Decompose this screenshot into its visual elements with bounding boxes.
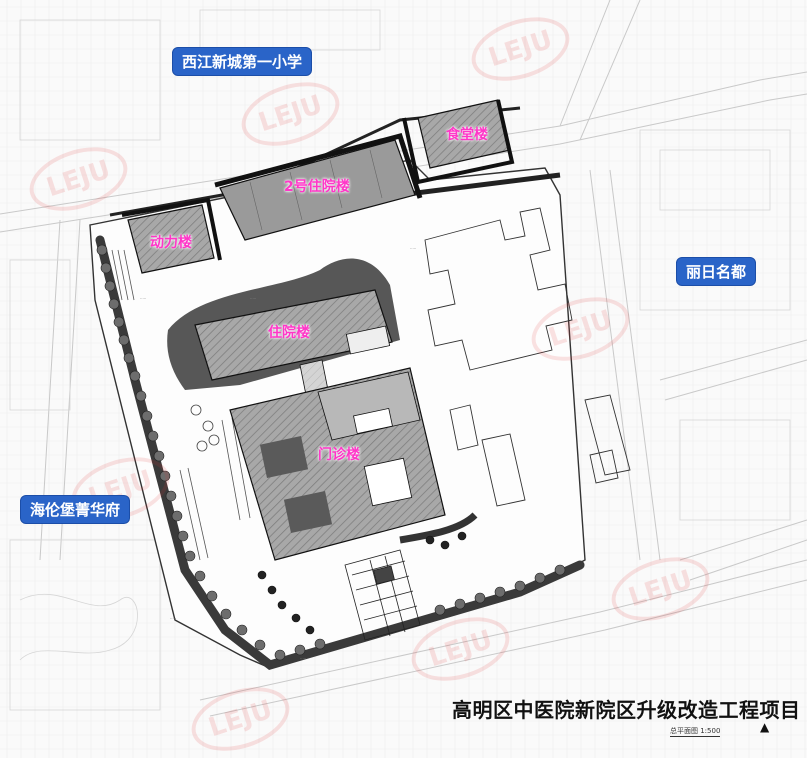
power-building [127,204,215,274]
svg-text:·····: ····· [170,616,176,621]
existing-buildings [424,207,631,507]
ward2-label: 2号住院楼 [284,179,350,195]
power-label: 动力楼 [150,235,192,251]
entrance-plaza [344,549,421,641]
project-title: 高明区中医院新院区升级改造工程项目 [452,698,801,722]
neighbor-blocks [9,9,791,711]
residence-west-label: 海伦堡菁华府 [20,495,131,524]
svg-text:·····: ····· [410,246,416,251]
scale-note: 总平面图 1:500 [670,727,721,737]
ward-building [194,289,393,381]
ward2-building [219,139,416,241]
svg-text:·····: ····· [300,656,306,661]
canteen-label: 食堂楼 [446,127,488,143]
north-arrow-icon: ▲ [760,720,770,734]
svg-text:·····: ····· [250,296,256,301]
parking-stalls [111,249,251,561]
svg-text:·····: ····· [140,296,146,301]
residence-east-label: 丽日名都 [676,257,757,286]
school-label: 西江新城第一小学 [172,47,313,76]
clinic-label: 门诊楼 [318,447,360,463]
ward-label: 住院楼 [268,325,310,341]
